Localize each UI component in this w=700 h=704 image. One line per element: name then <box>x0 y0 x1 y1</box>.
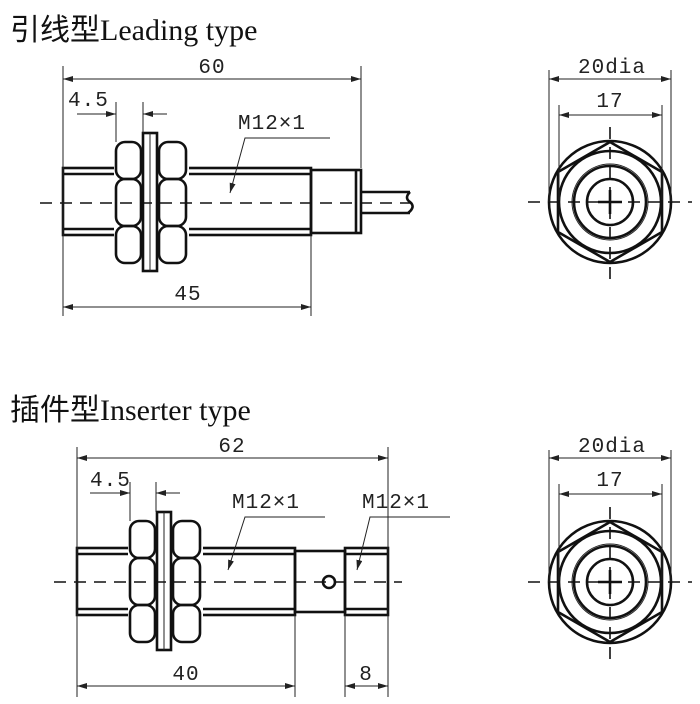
dim-connector: 8 <box>359 664 373 687</box>
thread-label: M12×1 <box>238 113 306 136</box>
side-view <box>40 131 414 273</box>
dim-hex: 17 <box>596 470 623 493</box>
dim-hex: 17 <box>596 91 623 114</box>
end-view: 20dia 17 <box>526 57 694 284</box>
dim-body: 40 <box>172 664 199 687</box>
end-view: 20dia 17 <box>526 436 694 664</box>
leading-type-section: 引线型Leading type 60 4.5 <box>10 14 694 316</box>
section-title: 引线型Leading type <box>10 14 257 47</box>
dim-nut-offset: 4.5 <box>90 470 131 493</box>
dimensions: 62 4.5 M12×1 M12×1 40 8 <box>76 436 450 697</box>
thread-label: M12×1 <box>232 492 300 515</box>
dim-outer-diameter: 20dia <box>578 436 646 459</box>
side-view <box>54 510 402 652</box>
dim-body: 45 <box>174 284 201 307</box>
dim-overall: 60 <box>198 57 225 80</box>
section-title: 插件型Inserter type <box>10 394 251 427</box>
dim-outer-diameter: 20dia <box>578 57 646 80</box>
dim-nut-offset: 4.5 <box>68 90 109 113</box>
inserter-type-section: 插件型Inserter type 62 4.5 M12×1 <box>10 394 694 697</box>
dimensions: 60 4.5 M12×1 45 <box>62 57 362 316</box>
connector-thread-label: M12×1 <box>362 492 430 515</box>
dim-overall: 62 <box>218 436 245 459</box>
